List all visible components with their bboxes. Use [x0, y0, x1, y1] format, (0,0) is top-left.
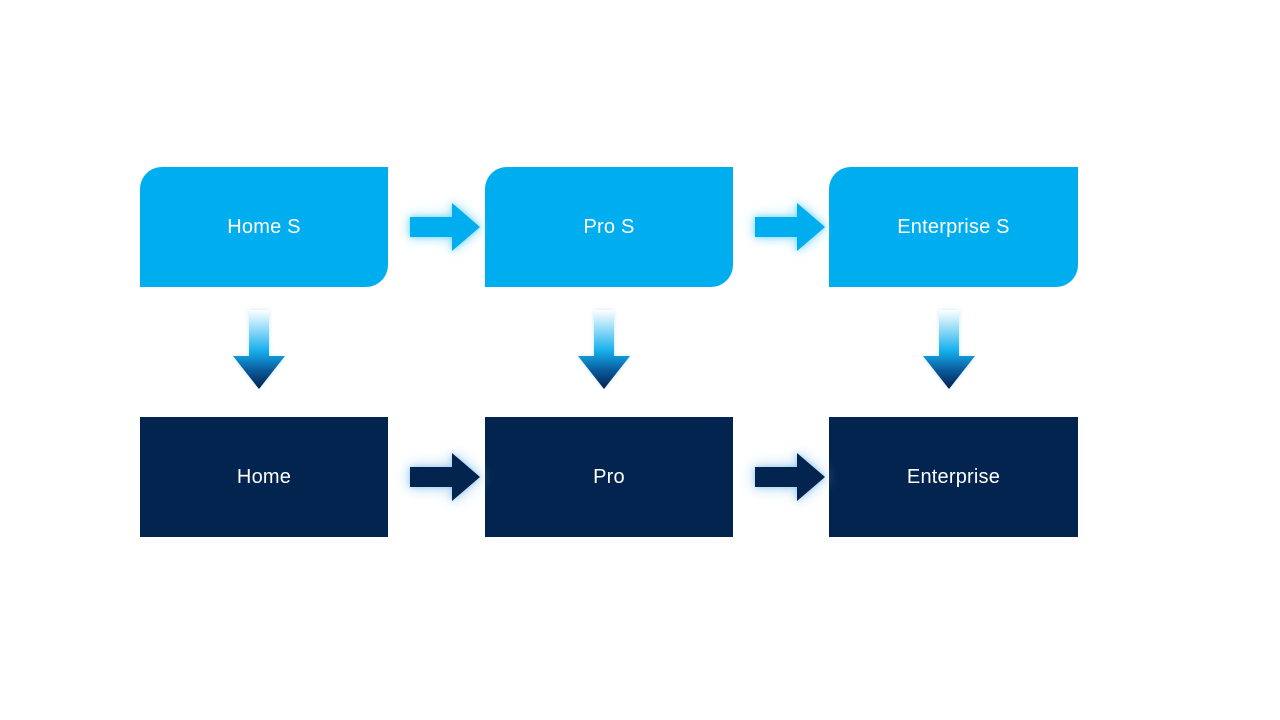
node-label: Pro: [593, 466, 625, 488]
arrow-right-icon: [755, 203, 825, 251]
node-label: Pro S: [583, 216, 635, 238]
node-label: Home S: [227, 216, 301, 238]
arrow-right-icon: [755, 453, 825, 501]
node-enterprise-s[interactable]: Enterprise S: [829, 167, 1078, 287]
node-label: Enterprise S: [897, 216, 1010, 238]
connector-pro-s-to-enterprise-s: [755, 203, 825, 251]
connector-home-s-to-pro-s: [410, 203, 480, 251]
node-enterprise[interactable]: Enterprise: [829, 417, 1078, 537]
arrow-down-icon: [923, 310, 975, 389]
node-pro-s[interactable]: Pro S: [485, 167, 733, 287]
node-home-s[interactable]: Home S: [140, 167, 388, 287]
node-label: Enterprise: [906, 466, 1001, 488]
arrow-right-icon: [410, 203, 480, 251]
connector-home-s-to-home: [233, 310, 285, 389]
arrow-down-icon: [578, 310, 630, 389]
connector-pro-to-enterprise: [755, 453, 825, 501]
node-pro[interactable]: Pro: [485, 417, 733, 537]
arrow-down-icon: [233, 310, 285, 389]
connector-enterprise-s-to-enterprise: [923, 310, 975, 389]
arrow-right-icon: [410, 453, 480, 501]
node-home[interactable]: Home: [140, 417, 388, 537]
connector-home-to-pro: [410, 453, 480, 501]
connector-pro-s-to-pro: [578, 310, 630, 389]
node-label: Home: [236, 466, 292, 488]
